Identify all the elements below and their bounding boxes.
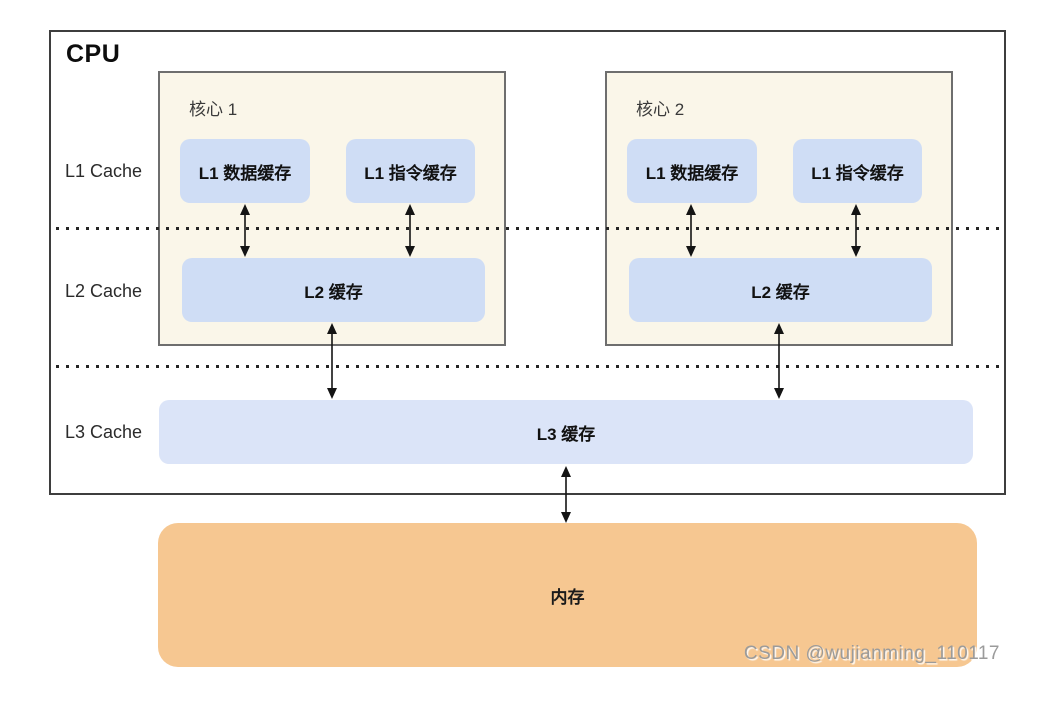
- double-arrow-core1-l1instr-l2-icon: [403, 203, 417, 258]
- double-arrow-core2-l1instr-l2-icon: [849, 203, 863, 258]
- double-arrow-core2-l2-l3-icon: [772, 322, 786, 400]
- label-l3-cache: L3 Cache: [65, 422, 143, 442]
- cpu-title: CPU: [66, 40, 121, 68]
- double-arrow-core1-l2-l3-icon: [325, 322, 339, 400]
- label-l1-cache: L1 Cache: [65, 161, 143, 181]
- double-arrow-core1-l1data-l2-icon: [238, 203, 252, 258]
- double-arrow-core2-l1data-l2-icon: [684, 203, 698, 258]
- core-1-title: 核心 1: [189, 100, 238, 119]
- dotted-separator-l2-l3: [56, 365, 1004, 368]
- core-2-title: 核心 2: [636, 100, 685, 119]
- core-2-l1-data-cache-box: L1 数据缓存: [627, 139, 757, 203]
- core-1-l1-data-cache-box: L1 数据缓存: [180, 139, 310, 203]
- core-2-l2-cache-box: L2 缓存: [629, 258, 932, 322]
- core-1-l2-cache-box: L2 缓存: [182, 258, 485, 322]
- core-1-box: 核心 1 L1 数据缓存 L1 指令缓存 L2 缓存: [158, 71, 506, 346]
- label-l2-cache: L2 Cache: [65, 281, 143, 301]
- core-1-l1-instruction-cache-box: L1 指令缓存: [346, 139, 475, 203]
- core-2-l1-instruction-cache-box: L1 指令缓存: [793, 139, 922, 203]
- core-2-box: 核心 2 L1 数据缓存 L1 指令缓存 L2 缓存: [605, 71, 953, 346]
- dotted-separator-l1-l2: [56, 227, 1004, 230]
- double-arrow-l3-memory-icon: [559, 465, 573, 524]
- csdn-watermark: CSDN @wujianming_110117: [743, 643, 1000, 664]
- l3-cache-box: L3 缓存: [159, 400, 973, 464]
- memory-box: 内存: [158, 523, 977, 667]
